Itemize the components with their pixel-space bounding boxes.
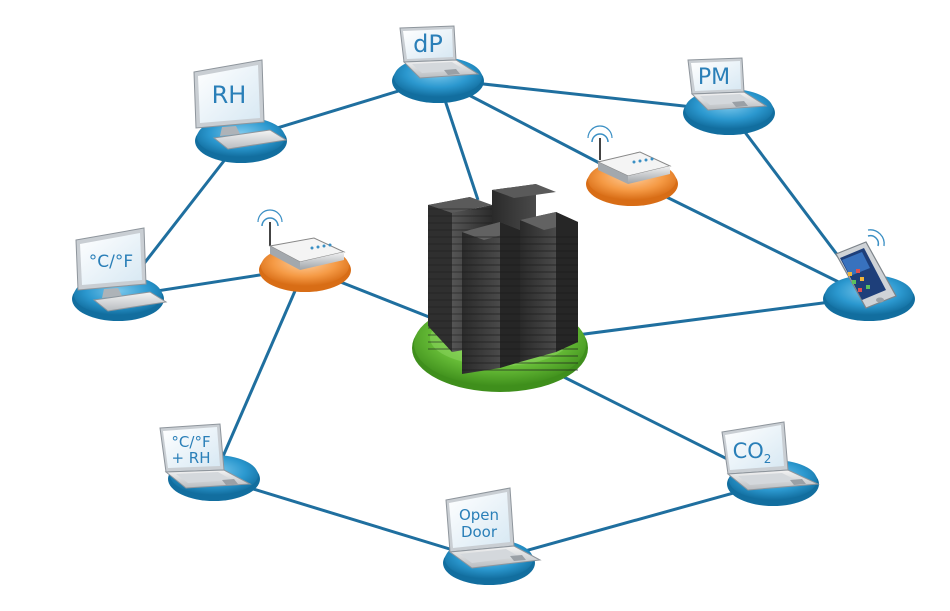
smartphone-icon — [835, 229, 897, 309]
temp-node: °C/°F — [72, 227, 168, 321]
router-node-right — [586, 125, 678, 206]
rh-label: RH — [212, 81, 247, 109]
server-node — [412, 184, 588, 392]
phone-node — [823, 229, 915, 321]
temp-rh-node: °C/°F + RH — [159, 423, 260, 501]
open-door-label-line1: Open — [459, 506, 499, 524]
laptop-icon — [159, 423, 252, 489]
laptop-icon — [445, 487, 542, 569]
open-door-label-line2: Door — [461, 523, 498, 541]
temp-label: °C/°F — [89, 252, 133, 272]
monitor-icon — [193, 59, 288, 150]
pm-label: PM — [698, 65, 730, 90]
rh-node: RH — [193, 59, 288, 163]
monitor-icon — [75, 227, 168, 312]
router-icon — [587, 125, 672, 184]
co2-node: CO2 — [721, 421, 820, 506]
co2-label: CO2 — [733, 439, 772, 466]
dp-node: dP — [392, 25, 484, 103]
dp-label: dP — [413, 30, 443, 58]
co2-label-subscript: 2 — [764, 452, 772, 466]
router-icon — [257, 209, 346, 270]
server-rack-icon — [428, 184, 578, 374]
temp-rh-label-line2: + RH — [171, 449, 210, 467]
temp-rh-label-line1: °C/°F — [171, 433, 210, 451]
co2-label-main: CO — [733, 439, 764, 463]
laptop-icon — [721, 421, 820, 491]
open-door-node: Open Door — [443, 487, 542, 585]
router-node-left — [257, 209, 351, 292]
pm-node: PM — [683, 57, 775, 135]
